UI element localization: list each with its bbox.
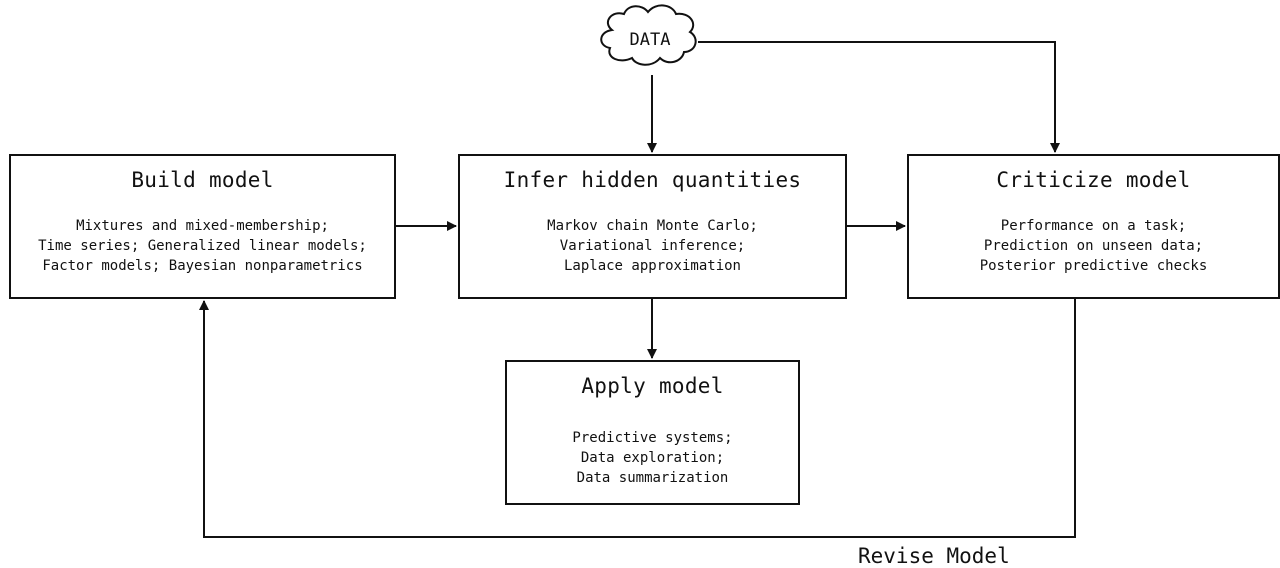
criticize-title: Criticize model <box>996 168 1191 192</box>
detail-line: Variational inference; <box>559 238 746 254</box>
detail-line: Data exploration; <box>580 450 725 466</box>
build-model-box: Build model Mixtures and mixed-membershi… <box>9 154 396 299</box>
revise-model-label: Revise Model <box>858 544 1010 568</box>
detail-line: Markov chain Monte Carlo; <box>547 218 758 234</box>
detail-line: Prediction on unseen data; <box>983 238 1204 254</box>
apply-model-box: Apply model Predictive systems; Data exp… <box>505 360 800 505</box>
apply-details: Predictive systems; Data exploration; Da… <box>507 428 798 488</box>
arrow-revise-loop <box>199 299 1076 538</box>
detail-line: Predictive systems; <box>572 430 733 446</box>
infer-details: Markov chain Monte Carlo; Variational in… <box>460 216 845 276</box>
arrow-data-to-criticize <box>698 41 1060 153</box>
detail-line: Laplace approximation <box>563 258 741 274</box>
detail-line: Mixtures and mixed-membership; <box>76 218 329 234</box>
criticize-model-box: Criticize model Performance on a task; P… <box>907 154 1280 299</box>
data-label: DATA <box>629 30 671 50</box>
criticize-details: Performance on a task; Prediction on uns… <box>909 216 1278 276</box>
detail-line: Data summarization <box>576 470 729 486</box>
detail-line: Time series; Generalized linear models; <box>38 238 367 254</box>
apply-title: Apply model <box>581 374 724 398</box>
build-model-details: Mixtures and mixed-membership; Time seri… <box>11 216 394 276</box>
detail-line: Performance on a task; <box>1000 218 1187 234</box>
infer-hidden-quantities-box: Infer hidden quantities Markov chain Mon… <box>458 154 847 299</box>
infer-title: Infer hidden quantities <box>503 168 802 192</box>
data-cloud-icon <box>600 4 697 66</box>
detail-line: Posterior predictive checks <box>979 258 1208 274</box>
build-model-title: Build model <box>131 168 274 192</box>
detail-line: Factor models; Bayesian nonparametrics <box>42 258 363 274</box>
